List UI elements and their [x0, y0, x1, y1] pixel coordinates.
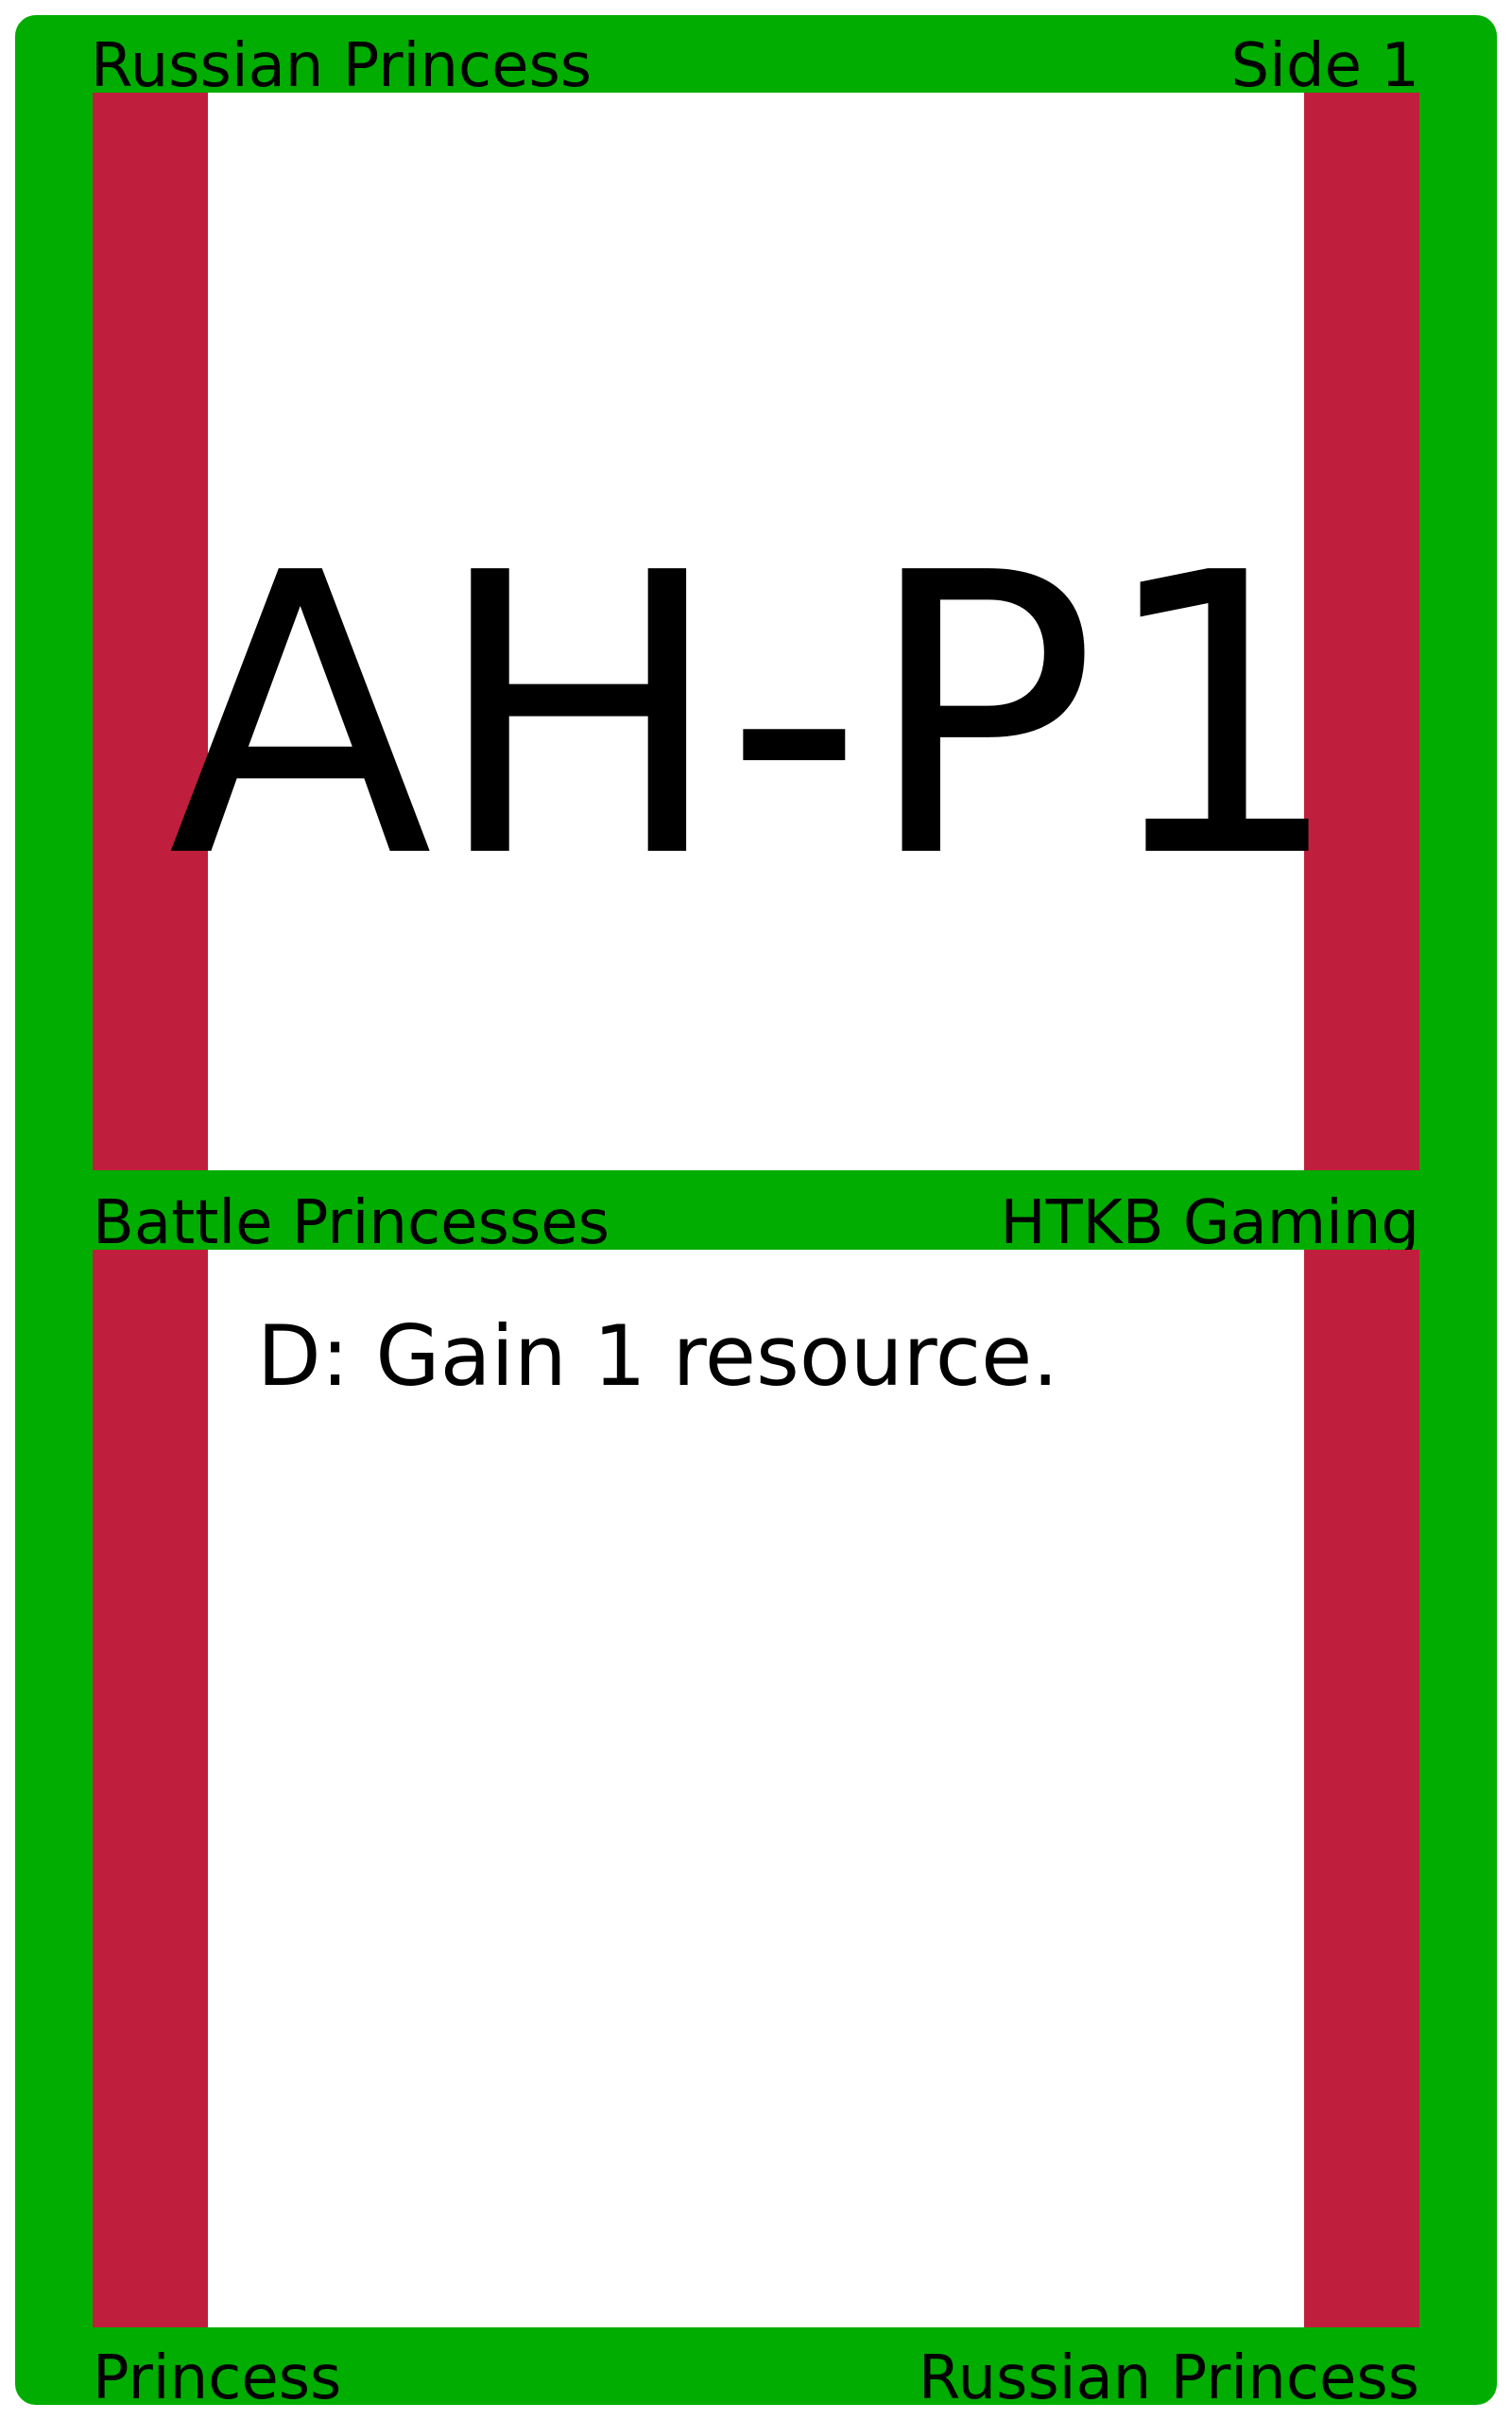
lower-left-stripe: [93, 1250, 208, 2327]
card-title-bottom: Russian Princess: [918, 2343, 1419, 2405]
publisher-name: HTKB Gaming: [1000, 1188, 1419, 1258]
upper-left-stripe: [93, 93, 208, 1170]
card-code: AH-P1: [167, 491, 1345, 942]
card-title-top: Russian Princess: [91, 31, 593, 101]
game-card: Russian Princess Side 1 AH-P1 Battle Pri…: [15, 15, 1497, 2405]
lower-panel: [93, 1250, 1419, 2327]
upper-panel: AH-P1: [93, 93, 1419, 1170]
ability-text: D: Gain 1 resource.: [257, 1307, 1059, 1405]
card-type: Princess: [93, 2343, 342, 2405]
side-label: Side 1: [1230, 31, 1419, 101]
set-name: Battle Princesses: [93, 1188, 610, 1258]
lower-right-stripe: [1304, 1250, 1419, 2327]
upper-right-stripe: [1304, 93, 1419, 1170]
